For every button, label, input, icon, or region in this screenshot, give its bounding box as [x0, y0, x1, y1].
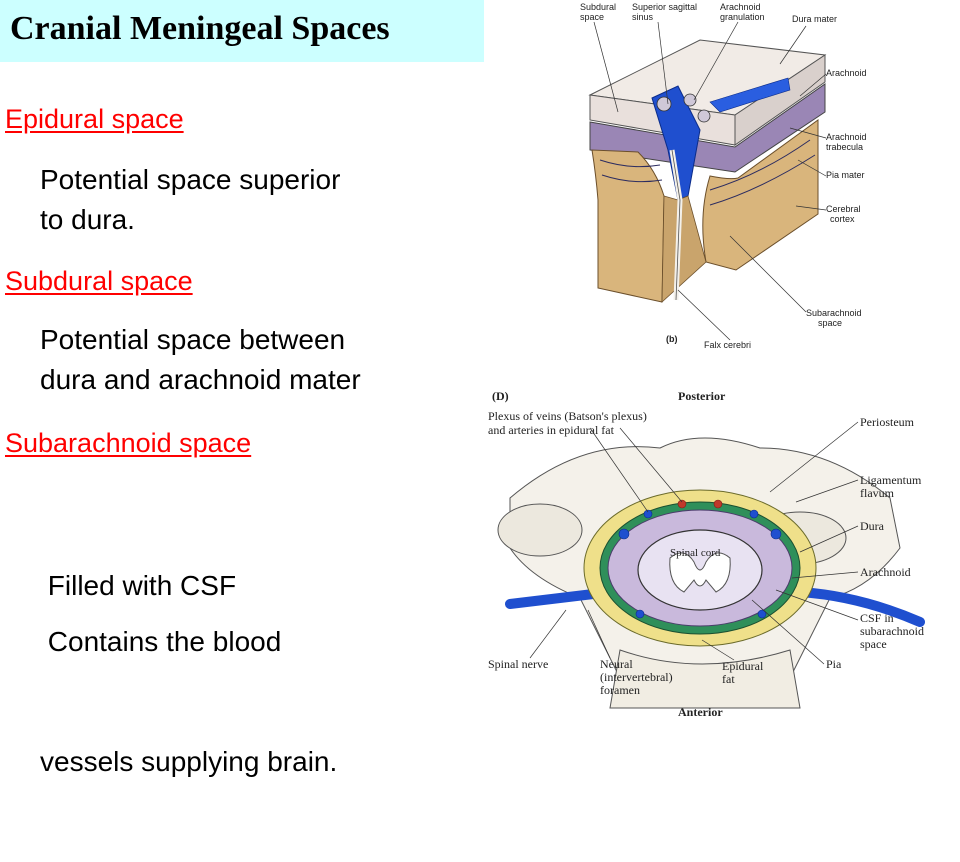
subarachnoid-description-vessels: Contains the blood vessels supplying bra…	[40, 542, 337, 862]
description-line: Potential space superior	[40, 164, 341, 195]
description-line: Filled with CSF	[40, 570, 237, 601]
description-line: vessels supplying brain.	[40, 746, 338, 777]
title-bar	[0, 0, 484, 62]
arachnoid-label: Arachnoid	[826, 68, 867, 78]
description-line: dura and arachnoid mater	[40, 364, 361, 395]
epidural-artery	[713, 499, 723, 509]
label-line: space	[580, 12, 604, 22]
subarachnoid-space-term: Subarachnoid space	[5, 428, 252, 458]
pia-mesh	[599, 139, 816, 206]
ligamentum-flavum-label: Ligamentum flavum	[860, 473, 924, 500]
arachnoid-granulation	[683, 93, 697, 107]
label-line: trabecula	[826, 142, 863, 152]
label-line: Cerebral	[826, 204, 861, 214]
cerebral-cortex-right	[702, 119, 819, 271]
arachnoid-granulation	[656, 96, 672, 112]
epidural-vein	[635, 609, 645, 619]
periosteum-label: Periosteum	[860, 415, 915, 429]
subarachnoid-description-csf: Filled with CSF	[40, 486, 236, 686]
label-line: sinus	[632, 12, 654, 22]
vertebral-body	[609, 649, 801, 709]
label-line: Arachnoid	[720, 2, 761, 12]
epidural-fat-label: Epidural fat	[722, 659, 766, 686]
label-line: Superior sagittal	[632, 2, 697, 12]
label-line: Epidural	[722, 659, 764, 673]
epidural-description: Potential space superior to dura.	[40, 160, 340, 240]
grey-matter	[669, 552, 731, 593]
arachnoid-granulation-label: Arachnoid granulation	[720, 2, 765, 22]
label-line: space	[818, 318, 842, 328]
cerebral-cortex-middle	[661, 195, 707, 303]
label-line: flavum	[860, 486, 895, 500]
anterior-label: Anterior	[678, 705, 723, 719]
label-line: Subdural	[580, 2, 616, 12]
label-line: subarachnoid	[860, 624, 924, 638]
arachnoid-granulation	[697, 109, 711, 123]
neural-foramen-label: Neural (intervertebral) foramen	[600, 657, 676, 697]
subarachnoid-band	[589, 83, 826, 173]
label-line: fat	[722, 672, 735, 686]
pia-mater-label: Pia mater	[826, 170, 865, 180]
posterior-label: Posterior	[678, 389, 726, 403]
spinal-nerve-label: Spinal nerve	[488, 657, 548, 671]
subdural-space-label: Subdural space	[580, 2, 619, 22]
label-line: and arteries in epidural fat	[488, 423, 615, 437]
leader-lines	[529, 421, 859, 665]
leader-lines	[593, 21, 827, 341]
pia-label: Pia	[826, 657, 842, 671]
sinus-extension	[709, 77, 791, 113]
dura-label: Dura	[860, 519, 885, 533]
epidural-vein	[618, 528, 630, 540]
description-line: Contains the blood	[40, 626, 282, 657]
label-line: foramen	[600, 683, 640, 697]
epidural-vein	[643, 509, 653, 519]
label-line: granulation	[720, 12, 765, 22]
csf-label: CSF in subarachnoid space	[860, 611, 927, 651]
cerebral-cortex-left	[591, 149, 665, 303]
label-line: Subarachnoid	[806, 308, 862, 318]
label-line: (intervertebral)	[600, 670, 673, 684]
description-line: to dura.	[40, 204, 135, 235]
description-line: Potential space between	[40, 324, 346, 355]
label-line: Arachnoid	[826, 132, 867, 142]
label-line: Neural	[600, 657, 633, 671]
superior-sagittal-sinus-label: Superior sagittal sinus	[632, 2, 700, 22]
figure-panel-label: (D)	[492, 389, 509, 403]
arachnoid-trabecula-label: Arachnoid trabecula	[826, 132, 869, 152]
plexus-label: Plexus of veins (Batson's plexus) and ar…	[488, 409, 650, 437]
dura-mater-label: Dura mater	[792, 14, 837, 24]
cranial-meninges-diagram: (b) Subdural space Superior sagittal sin…	[580, 2, 869, 350]
arachnoid-label: Arachnoid	[860, 565, 911, 579]
label-line: Ligamentum	[860, 473, 922, 487]
slide-title: Cranial Meningeal Spaces	[10, 10, 390, 47]
dura-slab-side	[734, 54, 826, 146]
label-line: space	[860, 637, 887, 651]
label-line: cortex	[830, 214, 855, 224]
label-line: CSF in	[860, 611, 894, 625]
spinal-meninges-diagram: (D) Posterior Anterior Spinal cord Plexu…	[488, 389, 927, 719]
epidural-vein	[749, 509, 759, 519]
spinal-nerve-right	[795, 587, 925, 627]
subdural-space-term: Subdural space	[5, 266, 193, 296]
cerebral-cortex-label: Cerebral cortex	[826, 204, 863, 224]
lamina-left	[497, 503, 583, 557]
subarachnoid-space-label: Subarachnoid space	[806, 308, 864, 328]
epidural-vein	[770, 528, 782, 540]
label-line: Plexus of veins (Batson's plexus)	[488, 409, 647, 423]
spinal-cord-label: Spinal cord	[670, 547, 721, 559]
epidural-vein	[757, 609, 767, 619]
epidural-artery	[677, 499, 687, 509]
falx-cerebri-label: Falx cerebri	[704, 340, 751, 350]
subdural-description: Potential space between dura and arachno…	[40, 320, 361, 400]
figure-panel-label: (b)	[666, 334, 678, 344]
epidural-space-term: Epidural space	[5, 104, 184, 134]
